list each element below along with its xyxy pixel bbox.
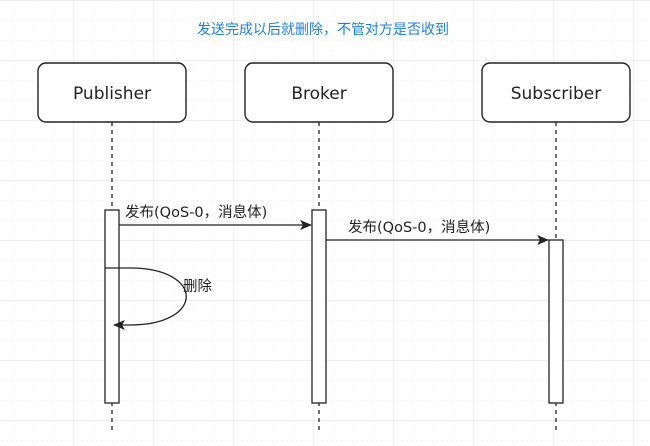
- broker-activation: [311, 209, 327, 404]
- participant-label: Publisher: [73, 84, 151, 104]
- participant-box: [481, 62, 631, 123]
- participant-publisher[interactable]: Publisher: [37, 62, 187, 123]
- participant-label: Broker: [291, 84, 346, 104]
- self-message-delete[interactable]: 删除: [105, 267, 212, 330]
- message-publish-to-broker[interactable]: 发布(QoS-0，消息体): [119, 204, 312, 230]
- self-message-arrow: [105, 267, 187, 330]
- participant-box: [37, 62, 187, 123]
- message-label: 发布(QoS-0，消息体): [348, 219, 490, 236]
- diagram-title: 发送完成以后就删除，不管对方是否收到: [197, 22, 449, 38]
- participant-subscriber[interactable]: Subscriber: [481, 62, 631, 123]
- participant-label: Subscriber: [511, 84, 602, 104]
- message-publish-to-subscriber[interactable]: 发布(QoS-0，消息体): [326, 219, 549, 245]
- self-message-label: 删除: [183, 278, 212, 295]
- subscriber-activation: [548, 239, 564, 404]
- participant-box: [244, 62, 394, 123]
- message-label: 发布(QoS-0，消息体): [125, 204, 267, 221]
- publisher-activation: [104, 209, 120, 404]
- participant-broker[interactable]: Broker: [244, 62, 394, 123]
